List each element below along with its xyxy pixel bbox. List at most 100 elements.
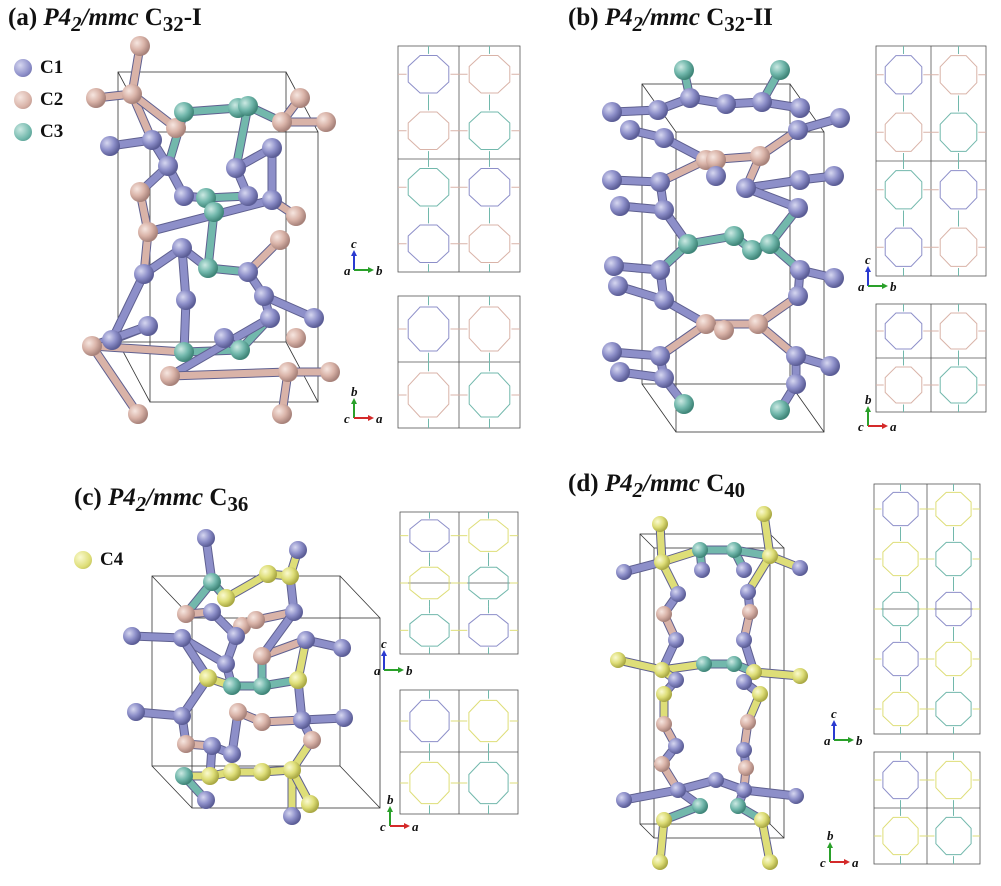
atom-c1	[102, 330, 122, 350]
atom-c1	[786, 346, 806, 366]
space-group-suffix: /mmc	[643, 470, 700, 497]
legend-c4: C4	[74, 544, 123, 576]
axis-label: c	[380, 819, 386, 834]
atom-c1	[786, 374, 806, 394]
projection-d-side	[873, 483, 981, 735]
atom-c2	[272, 112, 292, 132]
atom-c2	[270, 230, 290, 250]
space-group-suffix: /mmc	[81, 4, 139, 31]
atom-c1	[788, 788, 804, 804]
c4-ball-icon	[74, 551, 92, 569]
atom-c1	[214, 328, 234, 348]
atom-c1	[285, 603, 303, 621]
atom-c2	[253, 713, 271, 731]
atom-c1	[138, 316, 158, 336]
atom-c1	[174, 186, 194, 206]
atom-c1	[736, 782, 752, 798]
atom-c4	[656, 686, 672, 702]
atom-c1	[790, 260, 810, 280]
formula: C	[706, 470, 725, 497]
atom-c1	[142, 130, 162, 150]
legend-label: C1	[40, 57, 64, 78]
projection-a-side	[397, 45, 521, 273]
axis-label: c	[381, 636, 387, 651]
atom-c2	[316, 112, 336, 132]
atom-c2	[303, 731, 321, 749]
atom-c3	[175, 767, 193, 785]
atom-c1	[788, 198, 808, 218]
formula: C	[209, 484, 228, 511]
space-group: P4	[604, 4, 633, 31]
formula-sub: 40	[724, 478, 746, 502]
atom-c1	[262, 138, 282, 158]
atom-c1	[602, 342, 622, 362]
atom-c3	[692, 542, 708, 558]
atom-c1	[293, 711, 311, 729]
c3-ball-icon	[14, 123, 32, 141]
atom-c1	[680, 88, 700, 108]
atom-c3	[760, 234, 780, 254]
atom-c1	[262, 190, 282, 210]
atom-c2	[130, 36, 150, 56]
legend-label: C4	[100, 549, 124, 570]
atom-c3	[674, 60, 694, 80]
axis-label: b	[890, 279, 897, 294]
panel-letter: (c)	[74, 484, 102, 511]
atom-c2	[286, 328, 306, 348]
atom-c4	[610, 652, 626, 668]
atom-c1	[654, 290, 674, 310]
atom-c1	[610, 196, 630, 216]
formula-sub: 36	[227, 492, 249, 516]
atom-c1	[134, 264, 154, 284]
atom-c1	[620, 120, 640, 140]
space-group-sub: 2	[71, 12, 82, 36]
projection-c-side	[399, 511, 519, 655]
atom-c1	[668, 672, 684, 688]
atom-c4	[754, 812, 770, 828]
atom-c4	[792, 668, 808, 684]
axis-label: c	[820, 855, 826, 870]
atom-c2	[706, 150, 726, 170]
c2-ball-icon	[14, 91, 32, 109]
atom-c1	[736, 674, 752, 690]
atom-c1	[123, 627, 141, 645]
formula-tail: -I	[183, 4, 202, 31]
atom-c1	[668, 738, 684, 754]
bond	[231, 101, 253, 173]
atom-c3	[203, 573, 221, 591]
bond	[619, 785, 683, 805]
atom-c4	[199, 669, 217, 687]
atom-c3	[770, 60, 790, 80]
atom-c3	[230, 340, 250, 360]
atom-c2	[272, 404, 292, 424]
axis-label: a	[858, 279, 865, 294]
atom-c2	[290, 88, 310, 108]
atom-c4	[654, 554, 670, 570]
bond	[165, 367, 293, 381]
axis-label: a	[376, 411, 383, 426]
atom-c1	[283, 807, 301, 825]
atom-c2	[253, 647, 271, 665]
formula: C	[706, 4, 725, 31]
axis-label: c	[865, 252, 871, 267]
atom-c1	[736, 562, 752, 578]
atom-c3	[726, 542, 742, 558]
formula-sub: 32	[162, 12, 184, 36]
atom-c4	[652, 854, 668, 870]
space-group-sub: 2	[632, 478, 644, 502]
panel-letter: (a)	[8, 4, 38, 31]
atom-c1	[176, 290, 196, 310]
atom-c1	[297, 631, 315, 649]
atom-c1	[708, 772, 724, 788]
atom-c1	[602, 102, 622, 122]
atom-c2	[654, 756, 670, 772]
projection-b-top	[875, 303, 987, 413]
atom-c4	[253, 763, 271, 781]
bond	[739, 785, 801, 801]
atom-c3	[174, 342, 194, 362]
atom-c1	[740, 584, 756, 600]
axis-label: b	[856, 733, 863, 748]
